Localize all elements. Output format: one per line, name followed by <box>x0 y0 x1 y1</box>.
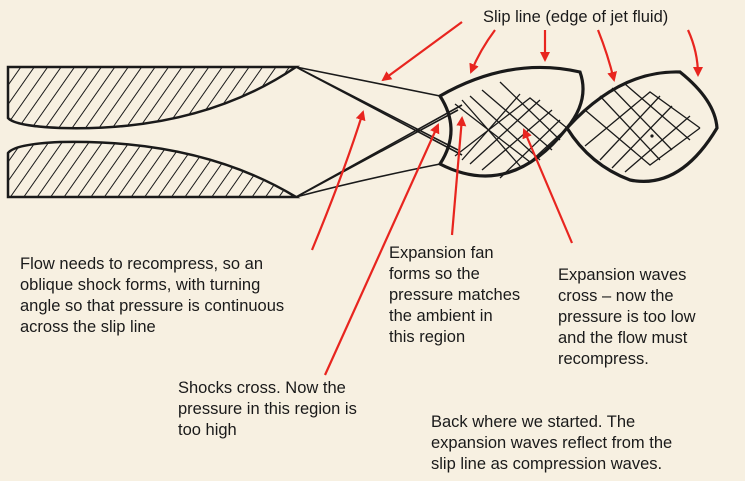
annotation-arrows <box>310 21 703 376</box>
shocks-cross-label: Shocks cross. Now the pressure in this r… <box>178 379 357 439</box>
expansion-waves-cross-label: Expansion waves cross – now the pressure… <box>558 266 696 368</box>
arrow-oblique-shock <box>310 110 366 251</box>
jet-entry <box>295 66 463 198</box>
arrow-to-shock <box>381 21 463 82</box>
arrow-slip-3 <box>596 29 617 82</box>
arrow-expansion-cross <box>522 128 574 244</box>
shock-cell-2 <box>565 70 719 183</box>
lower-nozzle-wall <box>6 140 301 199</box>
expansion-fan-label: Expansion fan forms so the pressure matc… <box>389 244 521 346</box>
arrow-shocks-cross <box>323 123 440 376</box>
arrow-slip-4 <box>686 29 703 77</box>
oblique-shock-label: Flow needs to recompress, so an oblique … <box>20 255 285 336</box>
arrow-expansion-fan <box>450 116 467 236</box>
upper-nozzle-wall <box>6 65 301 130</box>
back-where-started-label: Back where we started. The expansion wav… <box>431 413 673 473</box>
arrow-slip-1 <box>469 29 496 74</box>
slip-line-label: Slip line (edge of jet fluid) <box>483 8 669 26</box>
